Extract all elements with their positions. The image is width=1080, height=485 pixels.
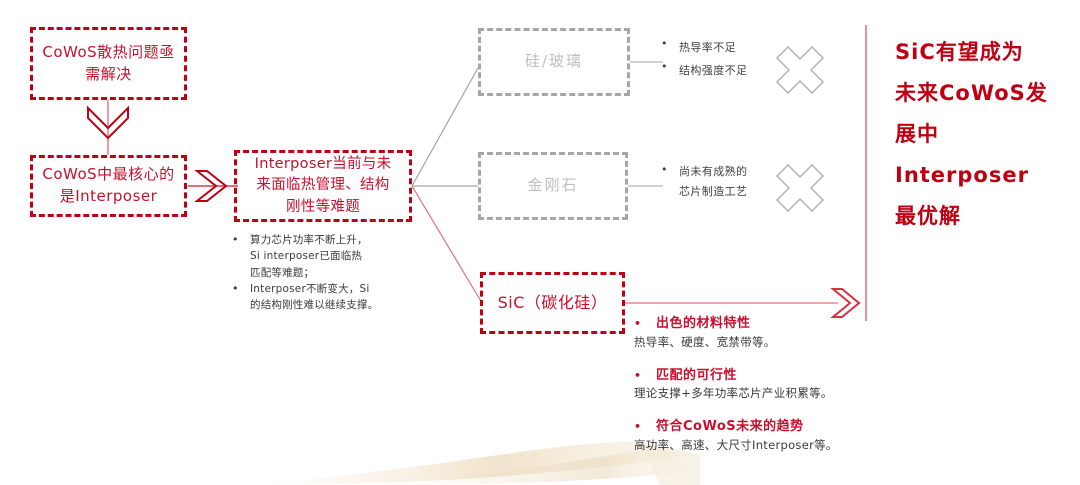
list-item: • 符合CoWoS未来的趋势 高功率、高速、大尺寸Interposer等。 xyxy=(634,415,874,453)
node-option-silicon[interactable]: 硅/玻璃 xyxy=(478,28,630,96)
node-core-label: CoWoS中最核心的 是Interposer xyxy=(42,165,175,205)
list-item: • 匹配的可行性 理论支撑+多年功率芯片产业积累等。 xyxy=(634,364,874,402)
list-item: • 尚未有成熟的 芯片制造工艺 xyxy=(661,162,786,203)
conclusion-line-5: 最优解 xyxy=(895,203,961,228)
sic-note-2-head: 匹配的可行性 xyxy=(656,367,738,383)
node-option-diamond-label: 金刚石 xyxy=(527,176,579,195)
sic-note-2-head-row: • 匹配的可行性 xyxy=(634,364,874,385)
silicon-notes: • 热导率不足 • 结构强度不足 xyxy=(661,36,781,82)
sic-note-1-head: 出色的材料特性 xyxy=(656,316,751,331)
diamond-note-1: 尚未有成熟的 芯片制造工艺 xyxy=(679,165,748,199)
interposer-note-2: Interposer不断变大，Si 的结构刚性难以继续支撑。 xyxy=(250,282,379,312)
list-item: • 热导率不足 xyxy=(661,36,781,59)
diamond-notes: • 尚未有成熟的 芯片制造工艺 xyxy=(661,162,786,203)
bullet-marker: • xyxy=(634,368,642,382)
conclusion-divider xyxy=(865,25,867,321)
list-item: • Interposer不断变大，Si 的结构刚性难以继续支撑。 xyxy=(232,281,427,314)
sic-note-2-sub: 理论支撑+多年功率芯片产业积累等。 xyxy=(634,386,833,400)
list-item: • 结构强度不足 xyxy=(661,59,781,82)
bullet-marker: • xyxy=(634,317,642,330)
node-option-silicon-label: 硅/玻璃 xyxy=(524,52,584,71)
bullet-marker: • xyxy=(661,37,668,50)
silicon-note-2: 结构强度不足 xyxy=(679,64,748,78)
bullet-marker: • xyxy=(661,60,668,74)
conclusion-line-2: 未来CoWoS发 xyxy=(895,80,1048,105)
sic-note-1-head-row: • 出色的材料特性 xyxy=(634,312,874,333)
sic-note-3-head-row: • 符合CoWoS未来的趋势 xyxy=(634,415,874,436)
conclusion-line-4: Interposer xyxy=(895,162,1029,187)
node-option-diamond[interactable]: 金刚石 xyxy=(478,152,628,220)
bullet-marker: • xyxy=(661,163,668,176)
sic-note-3-head: 符合CoWoS未来的趋势 xyxy=(656,419,804,434)
conclusion-line-1: SiC有望成为 xyxy=(895,40,1024,64)
node-interposer[interactable]: Interposer当前与未 来面临热管理、结构 刚性等难题 xyxy=(234,150,412,222)
bullet-marker: • xyxy=(232,233,239,246)
node-core[interactable]: CoWoS中最核心的 是Interposer xyxy=(30,155,187,217)
node-option-sic[interactable]: SiC（碳化硅） xyxy=(480,272,625,334)
sic-notes: • 出色的材料特性 热导率、硬度、宽禁带等。 • 匹配的可行性 理论支撑+多年功… xyxy=(634,312,874,467)
cross-icon-silicon xyxy=(776,46,824,94)
node-option-sic-label: SiC（碳化硅） xyxy=(497,293,608,313)
interposer-note-1: 算力芯片功率不断上升， Si interposer已面临热 匹配等难题； xyxy=(250,234,368,279)
list-item: • 出色的材料特性 热导率、硬度、宽禁带等。 xyxy=(634,312,874,350)
node-problem[interactable]: CoWoS散热问题亟 需解决 xyxy=(30,27,187,100)
conclusion-line-3: 展中 xyxy=(895,121,939,146)
silicon-note-1: 热导率不足 xyxy=(679,41,736,54)
interposer-notes: • 算力芯片功率不断上升， Si interposer已面临热 匹配等难题； •… xyxy=(232,232,427,313)
bullet-marker: • xyxy=(232,281,239,295)
list-item: • 算力芯片功率不断上升， Si interposer已面临热 匹配等难题； xyxy=(232,232,427,281)
sic-note-1-sub: 热导率、硬度、宽禁带等。 xyxy=(634,334,776,349)
bullet-marker: • xyxy=(634,420,642,433)
sic-note-3-sub: 高功率、高速、大尺寸Interposer等。 xyxy=(634,437,838,452)
node-interposer-label: Interposer当前与未 来面临热管理、结构 刚性等难题 xyxy=(254,156,392,215)
conclusion-text: SiC有望成为 未来CoWoS发 展中 Interposer 最优解 xyxy=(895,32,1075,237)
node-problem-label: CoWoS散热问题亟 需解决 xyxy=(42,42,175,83)
